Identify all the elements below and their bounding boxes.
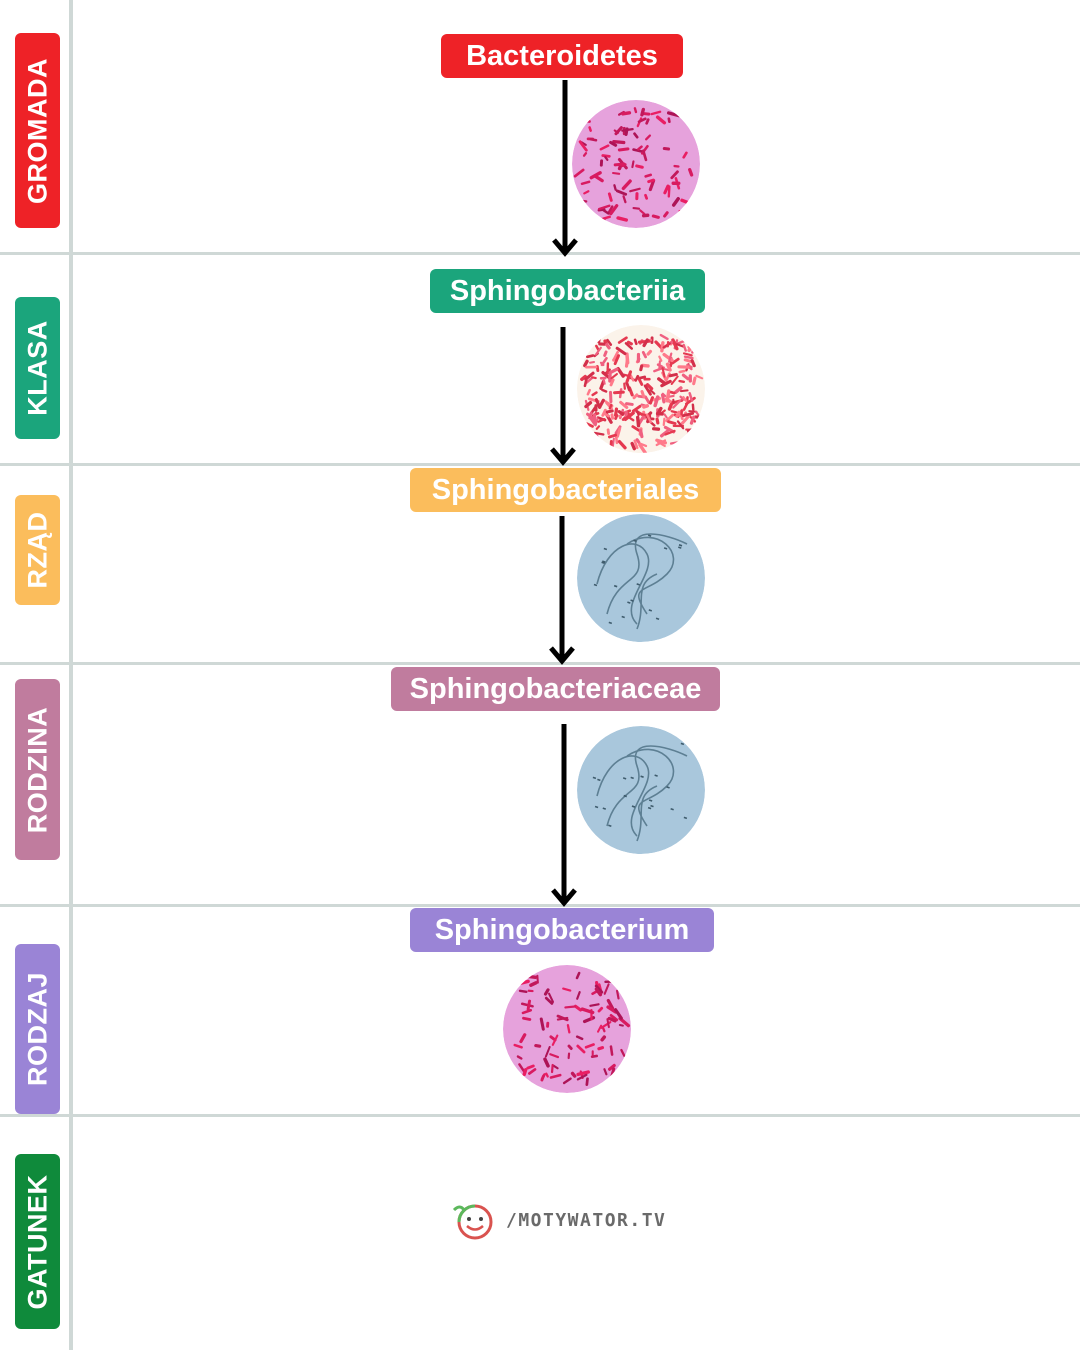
microscopy-image-icon [503, 965, 631, 1093]
row-divider [0, 662, 1080, 665]
rank-badge-rodzina: RODZINA [15, 679, 60, 860]
motywator-logo-icon [452, 1204, 493, 1240]
down-arrow-icon [550, 327, 576, 466]
rank-label: RODZAJ [22, 971, 52, 1087]
vertical-divider [69, 0, 73, 1350]
rank-badge-klasa: KLASA [15, 297, 60, 439]
row-divider [0, 252, 1080, 255]
microscopy-image-icon [577, 325, 705, 453]
rank-badge-rodzaj: RODZAJ [15, 944, 60, 1114]
row-divider [0, 904, 1080, 907]
down-arrow-icon [552, 80, 578, 257]
taxon-label-order: Sphingobacteriales [410, 468, 721, 512]
watermark: /MOTYWATOR.TV [452, 1200, 692, 1242]
row-divider [0, 463, 1080, 466]
rank-badge-gatunek: GATUNEK [15, 1154, 60, 1329]
rank-label: GATUNEK [22, 1174, 52, 1309]
microscopy-image-icon [572, 100, 700, 228]
taxon-label-class: Sphingobacteriia [430, 269, 705, 313]
microscopy-image-icon [577, 726, 705, 854]
rank-badge-rzad: RZĄD [15, 495, 60, 605]
watermark-text: /MOTYWATOR.TV [506, 1210, 667, 1231]
rank-badge-gromada: GROMADA [15, 33, 60, 228]
row-divider [0, 1114, 1080, 1117]
taxon-label-phylum: Bacteroidetes [441, 34, 683, 78]
down-arrow-icon [549, 516, 575, 665]
down-arrow-icon [551, 724, 577, 907]
rank-label: RODZINA [22, 706, 52, 833]
taxon-label-family: Sphingobacteriaceae [391, 667, 720, 711]
taxon-label-genus: Sphingobacterium [410, 908, 714, 952]
microscopy-image-icon [577, 514, 705, 642]
rank-label: GROMADA [22, 57, 52, 204]
rank-label: RZĄD [22, 511, 52, 589]
rank-label: KLASA [22, 320, 52, 416]
